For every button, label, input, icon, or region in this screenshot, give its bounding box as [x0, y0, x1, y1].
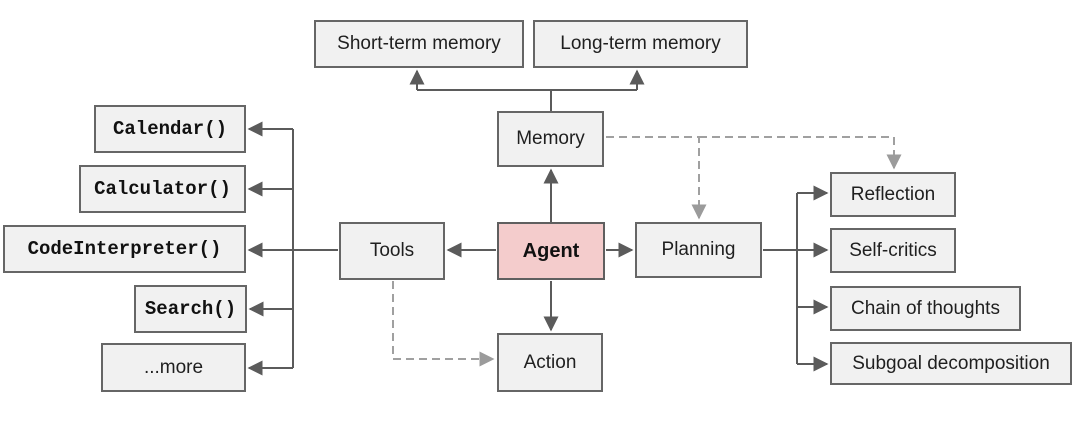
- edge-memory-to-planning-dashed: [606, 136, 707, 220]
- node-subgoal-decomposition: Subgoal decomposition: [830, 342, 1072, 385]
- edge-tools-spine: [292, 129, 338, 368]
- edge-memory-to-reflection-dashed: [699, 136, 902, 170]
- node-calculator: Calculator(): [79, 165, 246, 213]
- node-reflection: Reflection: [830, 172, 956, 217]
- node-chain-of-thoughts: Chain of thoughts: [830, 286, 1021, 331]
- node-more: ...more: [101, 343, 246, 392]
- node-calendar: Calendar(): [94, 105, 246, 153]
- edge-tools-to-action-dashed: [392, 281, 495, 367]
- node-search: Search(): [134, 285, 247, 333]
- edge-planning-spine: [763, 193, 798, 364]
- node-action: Action: [497, 333, 603, 392]
- node-short-term-memory: Short-term memory: [314, 20, 524, 68]
- node-memory: Memory: [497, 111, 604, 167]
- node-code-interpreter: CodeInterpreter(): [3, 225, 246, 273]
- node-agent: Agent: [497, 222, 605, 280]
- node-planning: Planning: [635, 222, 762, 278]
- node-long-term-memory: Long-term memory: [533, 20, 748, 68]
- node-self-critics: Self-critics: [830, 228, 956, 273]
- node-tools: Tools: [339, 222, 445, 280]
